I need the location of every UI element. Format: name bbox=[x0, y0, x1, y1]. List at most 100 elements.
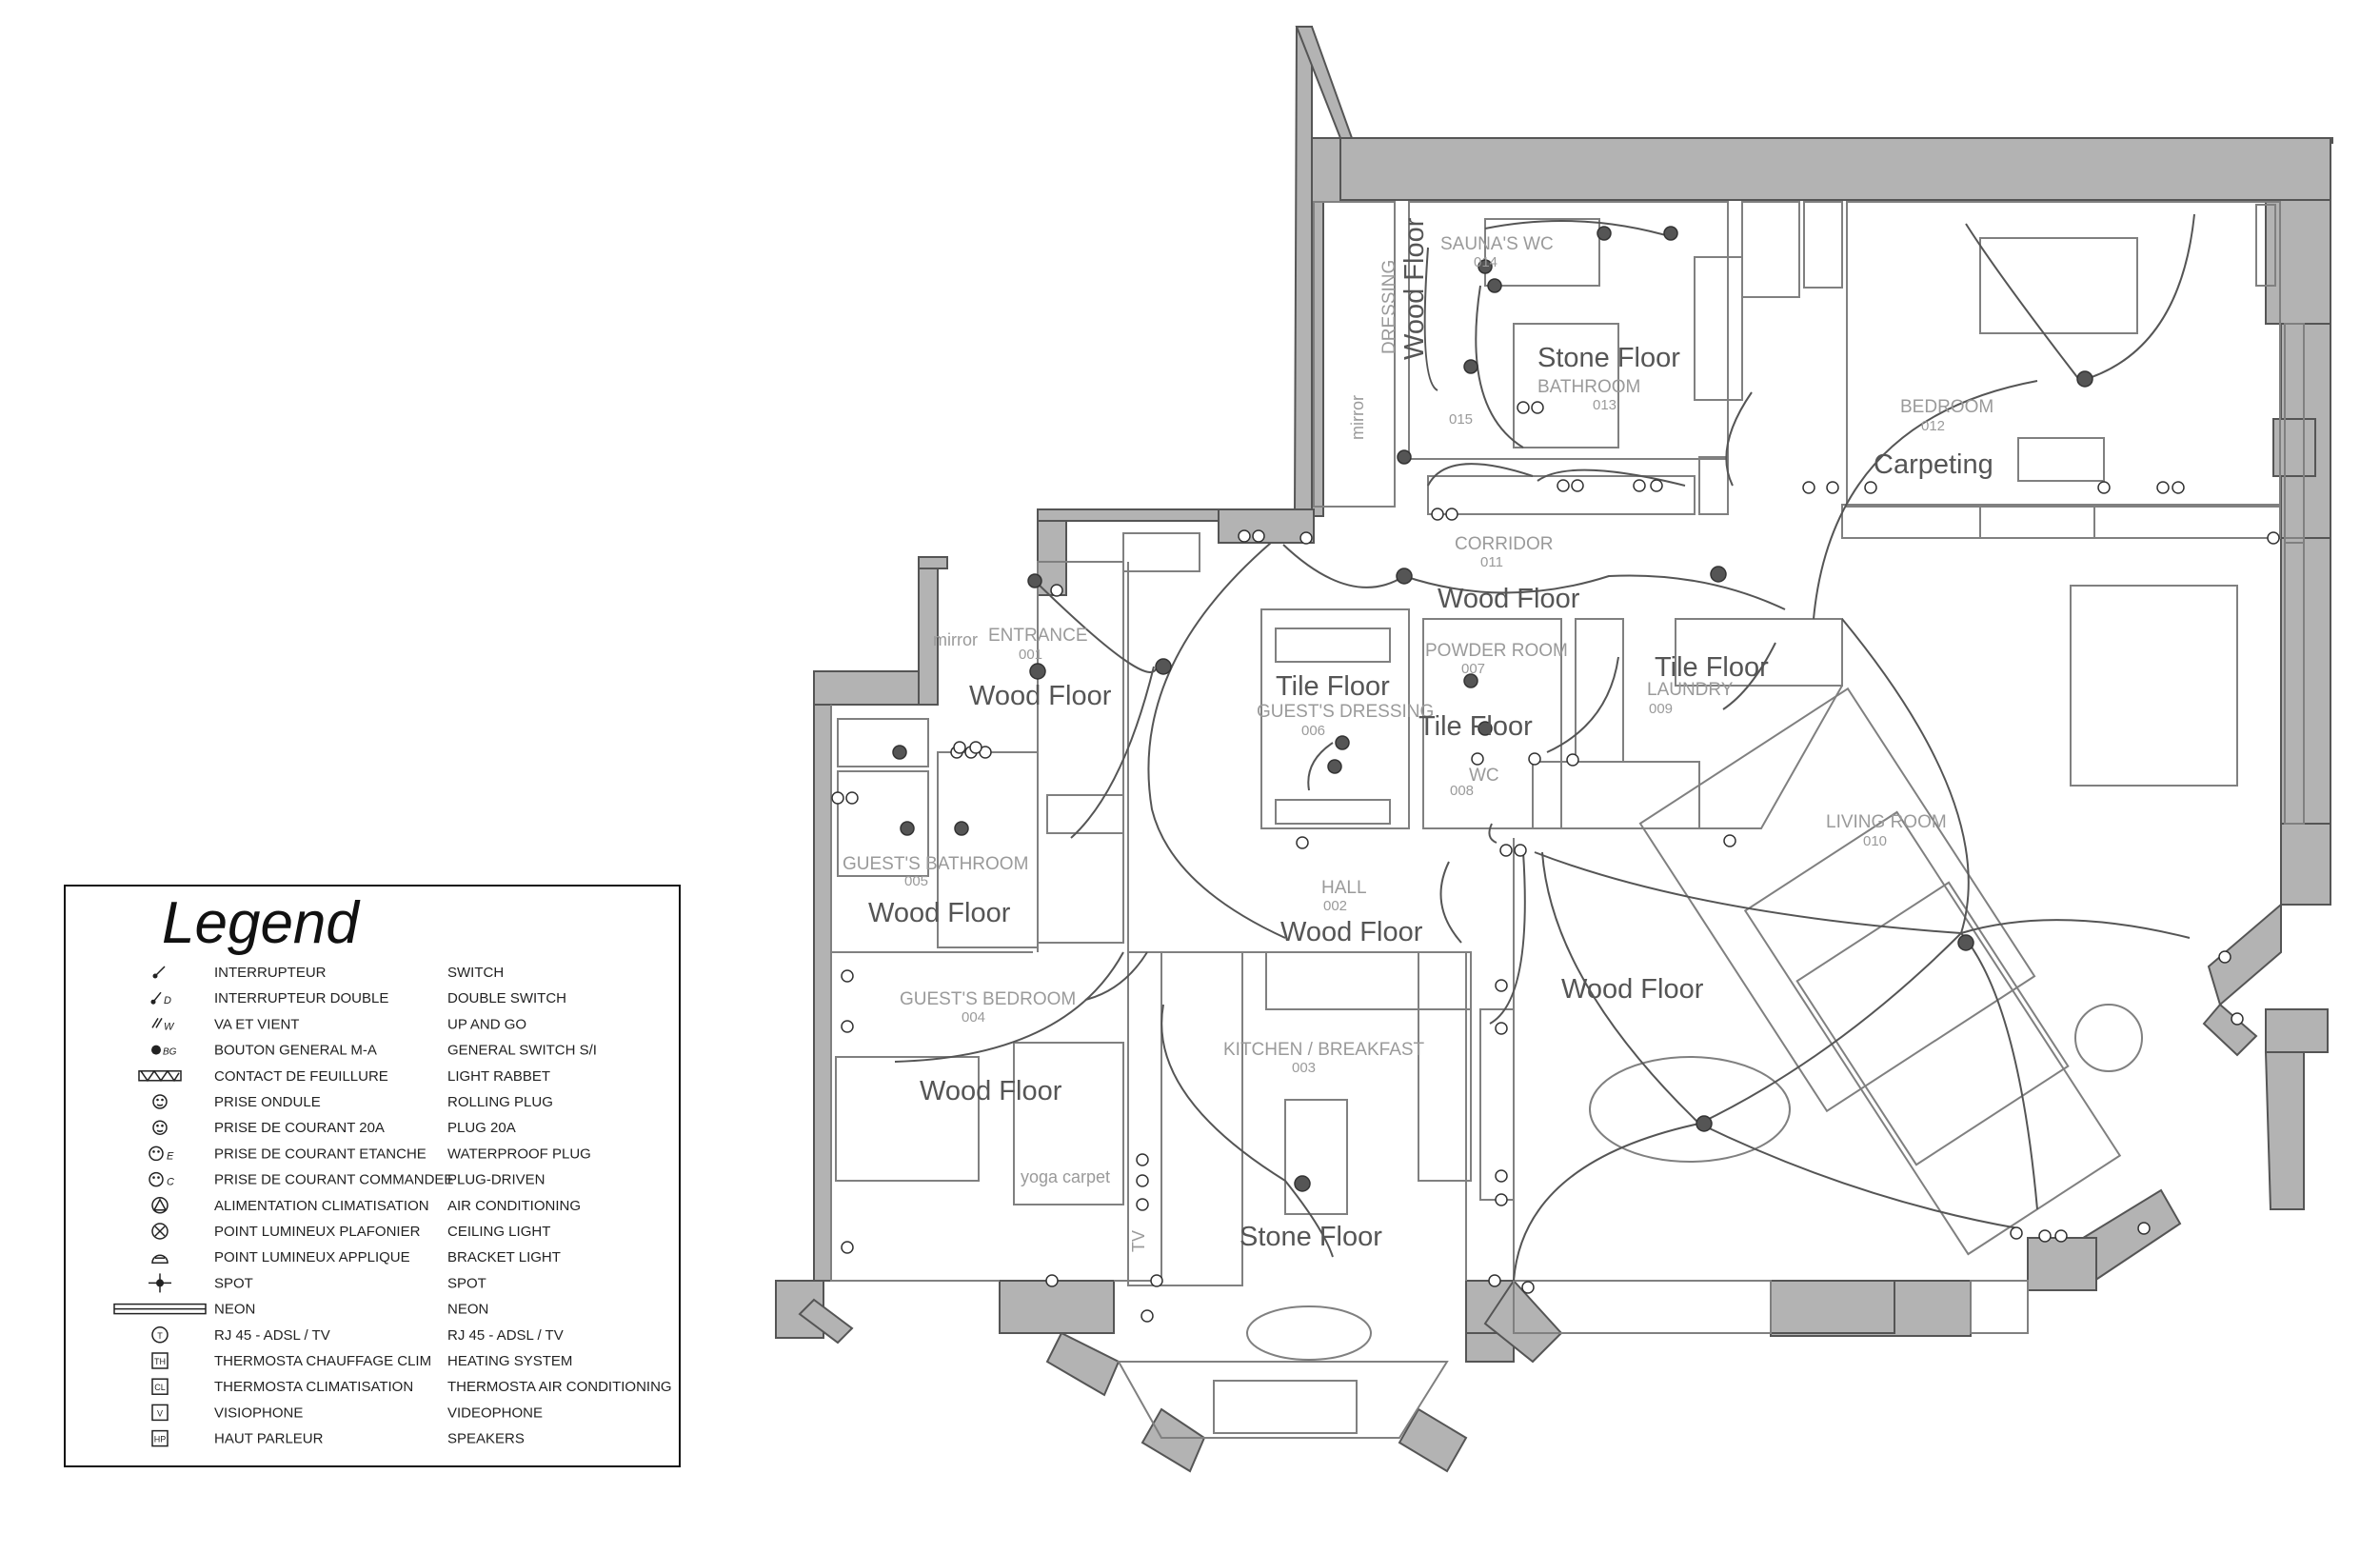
legend-label-en: PLUG 20A bbox=[447, 1120, 516, 1136]
light-rabbet-icon bbox=[138, 1069, 182, 1083]
room-number-wc: 008 bbox=[1450, 783, 1474, 799]
svg-text:C: C bbox=[167, 1177, 174, 1188]
legend-label-en: UP AND GO bbox=[447, 1016, 526, 1032]
legend-label-en: RJ 45 - ADSL / TV bbox=[447, 1327, 564, 1344]
waterproof-plug-icon: E bbox=[149, 1146, 174, 1162]
room-name-guest-dressing: GUEST'S DRESSING bbox=[1257, 702, 1434, 722]
mirror-label-dressing: mirror bbox=[1348, 395, 1367, 440]
room-name-laundry: LAUNDRY bbox=[1647, 680, 1734, 700]
fixtures bbox=[892, 226, 2093, 1192]
up-and-go-icon: W bbox=[151, 1018, 175, 1032]
legend-label-fr: THERMOSTA CLIMATISATION bbox=[214, 1379, 413, 1395]
legend-label-fr: PRISE DE COURANT COMMANDEE bbox=[214, 1172, 453, 1188]
legend-label-en: BRACKET LIGHT bbox=[447, 1249, 561, 1265]
floor-label-living-room: Wood Floor bbox=[1561, 974, 1704, 1005]
floor-label-hall: Wood Floor bbox=[1280, 917, 1423, 947]
floor-labels: Wood Floor Wood Floor Wood Floor Wood Fl… bbox=[868, 217, 1993, 1252]
room-labels: ENTRANCE 001 HALL 002 KITCHEN / BREAKFAS… bbox=[843, 234, 1993, 1076]
room-number-bathroom: 013 bbox=[1593, 397, 1616, 413]
floor-label-bathroom: Stone Floor bbox=[1537, 343, 1680, 373]
legend-label-fr: INTERRUPTEUR DOUBLE bbox=[214, 990, 388, 1006]
room-name-powder-room: POWDER ROOM bbox=[1425, 641, 1568, 661]
interior-lines bbox=[830, 201, 2305, 1439]
legend-label-en: ROLLING PLUG bbox=[447, 1094, 553, 1110]
legend-label-en: THERMOSTA AIR CONDITIONING bbox=[447, 1379, 672, 1395]
bracket-light-icon bbox=[151, 1254, 169, 1264]
floor-label-entrance: Wood Floor bbox=[969, 681, 1112, 711]
legend-label-fr: THERMOSTA CHAUFFAGE CLIM bbox=[214, 1353, 431, 1369]
room-name-guest-bedroom: GUEST'S BEDROOM bbox=[900, 989, 1076, 1009]
room-number-bedroom: 012 bbox=[1921, 418, 1945, 434]
svg-text:TH: TH bbox=[154, 1357, 166, 1366]
legend-label-fr: NEON bbox=[214, 1302, 255, 1318]
room-name-corridor: CORRIDOR bbox=[1455, 534, 1553, 554]
legend-label-en: LIGHT RABBET bbox=[447, 1068, 550, 1085]
legend-label-fr: INTERRUPTEUR bbox=[214, 965, 327, 981]
floor-label-laundry: Tile Floor bbox=[1655, 652, 1769, 683]
mirror-label-entrance: mirror bbox=[933, 630, 978, 649]
legend-label-en: DOUBLE SWITCH bbox=[447, 990, 566, 1006]
room-number-dressing: 015 bbox=[1449, 411, 1473, 428]
svg-text:W: W bbox=[164, 1021, 175, 1032]
legend-title: Legend bbox=[162, 890, 361, 956]
room-name-saunas-wc: SAUNA'S WC bbox=[1440, 234, 1554, 254]
plug-icon bbox=[152, 1120, 168, 1135]
legend-label-en: SPEAKERS bbox=[447, 1431, 525, 1447]
room-number-guest-bedroom: 004 bbox=[962, 1009, 985, 1026]
legend-label-fr: PRISE ONDULE bbox=[214, 1094, 321, 1110]
room-name-kitchen: KITCHEN / BREAKFAST bbox=[1223, 1040, 1425, 1060]
legend-box bbox=[64, 885, 681, 1467]
room-name-wc: WC bbox=[1469, 766, 1499, 786]
room-name-bathroom: BATHROOM bbox=[1537, 377, 1640, 397]
floor-label-guest-bedroom: Wood Floor bbox=[920, 1076, 1062, 1106]
room-number-entrance: 001 bbox=[1019, 647, 1042, 663]
floor-label-dressing: Wood Floor bbox=[1399, 217, 1430, 360]
legend-label-fr: RJ 45 - ADSL / TV bbox=[214, 1327, 330, 1344]
legend-label-fr: HAUT PARLEUR bbox=[214, 1431, 324, 1447]
svg-text:D: D bbox=[164, 995, 171, 1006]
general-switch-icon: BG bbox=[151, 1045, 177, 1058]
legend-label-fr: SPOT bbox=[214, 1275, 253, 1291]
air-conditioning-icon bbox=[151, 1197, 169, 1214]
ac-thermostat-icon: CL bbox=[151, 1378, 169, 1395]
legend-label-fr: POINT LUMINEUX PLAFONIER bbox=[214, 1224, 421, 1240]
walls bbox=[775, 26, 2333, 1473]
room-number-guest-bathroom: 005 bbox=[904, 873, 928, 889]
room-number-hall: 002 bbox=[1323, 898, 1347, 914]
spot-icon bbox=[149, 1273, 171, 1293]
legend-label-en: SPOT bbox=[447, 1275, 486, 1291]
floor-label-guest-dressing: Tile Floor bbox=[1276, 671, 1390, 702]
room-name-hall: HALL bbox=[1321, 878, 1367, 898]
room-name-entrance: ENTRANCE bbox=[988, 626, 1088, 646]
legend-label-fr: POINT LUMINEUX APPLIQUE bbox=[214, 1249, 410, 1265]
legend-label-fr: ALIMENTATION CLIMATISATION bbox=[214, 1198, 429, 1214]
rolling-plug-icon bbox=[152, 1094, 168, 1109]
floor-label-guest-bathroom: Wood Floor bbox=[868, 898, 1011, 928]
circuit-lines bbox=[894, 213, 2195, 1282]
legend-label-en: AIR CONDITIONING bbox=[447, 1198, 581, 1214]
room-number-laundry: 009 bbox=[1649, 701, 1673, 717]
svg-text:T: T bbox=[157, 1331, 163, 1341]
room-number-kitchen: 003 bbox=[1292, 1060, 1316, 1076]
legend-label-fr: PRISE DE COURANT 20A bbox=[214, 1120, 385, 1136]
legend-label-en: PLUG-DRIVEN bbox=[447, 1172, 545, 1188]
neon-icon bbox=[113, 1303, 207, 1315]
room-number-guest-dressing: 006 bbox=[1301, 723, 1325, 739]
legend-label-en: WATERPROOF PLUG bbox=[447, 1146, 591, 1162]
legend-label-fr: CONTACT DE FEUILLURE bbox=[214, 1068, 388, 1085]
plug-driven-icon: C bbox=[149, 1171, 174, 1188]
rj45-icon: T bbox=[151, 1326, 169, 1344]
floor-label-bedroom: Carpeting bbox=[1874, 449, 1993, 480]
plugs bbox=[831, 401, 2280, 1323]
legend-label-fr: VA ET VIENT bbox=[214, 1016, 299, 1032]
svg-text:HP: HP bbox=[154, 1435, 167, 1444]
room-number-powder-room: 007 bbox=[1461, 661, 1485, 677]
floor-label-wc: Tile Floor bbox=[1418, 711, 1533, 742]
legend-label-en: HEATING SYSTEM bbox=[447, 1353, 572, 1369]
room-number-saunas-wc: 014 bbox=[1474, 254, 1497, 270]
heating-thermostat-icon: TH bbox=[151, 1352, 169, 1369]
svg-text:E: E bbox=[167, 1150, 174, 1162]
